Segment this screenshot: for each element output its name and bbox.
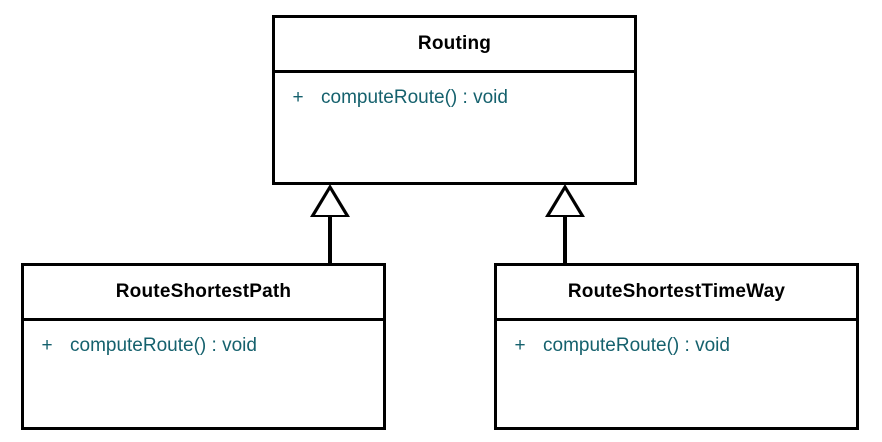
operations-compartment-routing: + computeRoute() : void bbox=[275, 73, 634, 111]
uml-class-route-shortest-path[interactable]: RouteShortestPath + computeRoute() : voi… bbox=[21, 263, 386, 430]
operation-row[interactable]: + computeRoute() : void bbox=[497, 333, 856, 359]
hollow-triangle-arrowhead-fill-icon bbox=[550, 190, 580, 215]
operation-row[interactable]: + computeRoute() : void bbox=[275, 85, 634, 111]
visibility-marker: + bbox=[41, 335, 53, 356]
uml-class-route-shortest-time-way[interactable]: RouteShortestTimeWay + computeRoute() : … bbox=[494, 263, 859, 430]
uml-class-routing[interactable]: Routing + computeRoute() : void bbox=[272, 15, 637, 185]
hollow-triangle-arrowhead-fill-icon bbox=[315, 190, 345, 215]
operation-row[interactable]: + computeRoute() : void bbox=[24, 333, 383, 359]
generalization-line bbox=[328, 216, 332, 265]
operation-signature: computeRoute() : void bbox=[321, 87, 508, 108]
operation-signature: computeRoute() : void bbox=[70, 335, 257, 356]
operations-compartment-route-shortest-time-way: + computeRoute() : void bbox=[497, 321, 856, 359]
class-name-routing: Routing bbox=[275, 18, 634, 73]
operation-signature: computeRoute() : void bbox=[543, 335, 730, 356]
operations-compartment-route-shortest-path: + computeRoute() : void bbox=[24, 321, 383, 359]
visibility-marker: + bbox=[514, 335, 526, 356]
generalization-line bbox=[563, 216, 567, 265]
class-name-route-shortest-path: RouteShortestPath bbox=[24, 266, 383, 321]
visibility-marker: + bbox=[292, 87, 304, 108]
class-name-route-shortest-time-way: RouteShortestTimeWay bbox=[497, 266, 856, 321]
